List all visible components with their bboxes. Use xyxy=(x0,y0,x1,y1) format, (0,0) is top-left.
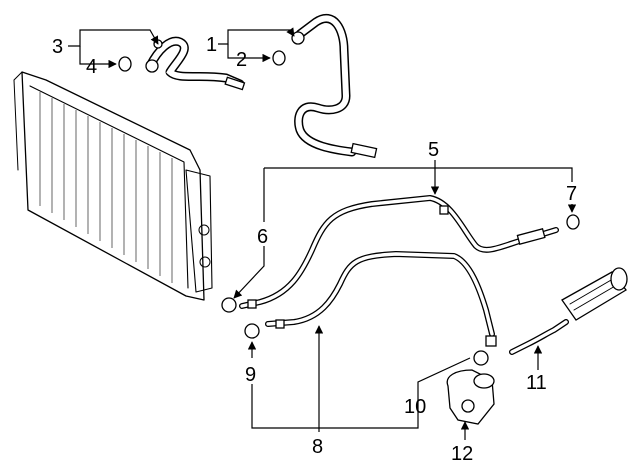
cooler-hose-upper-right xyxy=(291,14,378,159)
callout-6: 6 xyxy=(257,226,268,248)
o-ring-10 xyxy=(473,350,489,366)
o-ring-4 xyxy=(118,56,132,72)
o-ring-2 xyxy=(272,50,286,66)
radiator xyxy=(13,71,213,301)
o-ring-7 xyxy=(566,214,580,230)
callout-11: 11 xyxy=(526,372,547,394)
callout-12: 12 xyxy=(451,443,473,465)
callout-9: 9 xyxy=(245,364,256,386)
callout-7: 7 xyxy=(566,183,577,205)
o-ring-9 xyxy=(244,323,260,339)
leader-lines xyxy=(68,27,577,440)
cooler-line-inner xyxy=(265,251,497,347)
callout-3: 3 xyxy=(52,36,63,58)
cooler-hose-upper-left xyxy=(145,36,246,91)
oil-cooler xyxy=(509,267,628,355)
callout-4: 4 xyxy=(86,56,97,78)
callout-8: 8 xyxy=(312,436,323,458)
callout-1: 1 xyxy=(206,34,217,56)
thermostat-housing xyxy=(446,369,495,425)
radiator-fins xyxy=(39,92,173,283)
callout-5: 5 xyxy=(428,139,439,161)
cooler-line-outer xyxy=(239,195,559,309)
callout-2: 2 xyxy=(236,49,247,71)
o-ring-6 xyxy=(221,297,237,313)
callout-10: 10 xyxy=(404,396,426,418)
